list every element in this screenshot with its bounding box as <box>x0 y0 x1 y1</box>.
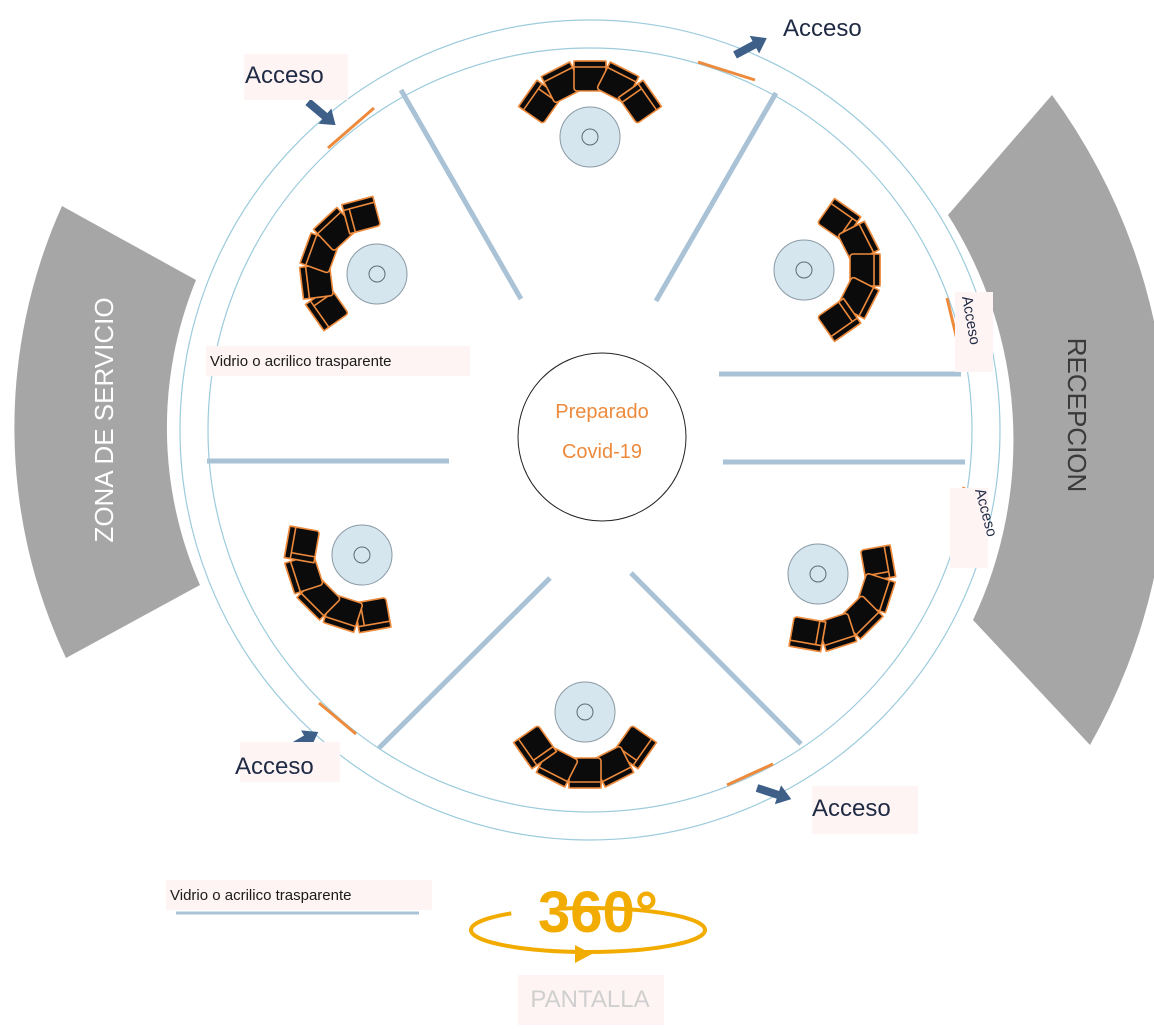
glass-label: Vidrio o acrilico trasparente <box>210 353 391 370</box>
center-label-line2: Covid-19 <box>562 441 642 463</box>
label-bg <box>950 488 988 568</box>
caption-bg <box>518 975 664 1025</box>
label-bg <box>240 742 340 782</box>
label-bg <box>955 292 993 372</box>
glass-partition <box>629 571 803 746</box>
glass-partition <box>653 91 779 303</box>
service-zone-label: ZONA DE SERVICIO <box>89 297 119 542</box>
access-label-top-right: Acceso <box>783 15 862 42</box>
table-icon <box>331 524 393 586</box>
access-label-top-left: Acceso <box>245 62 324 89</box>
glass-partition <box>377 576 552 750</box>
door <box>726 762 774 787</box>
door <box>697 60 756 82</box>
door <box>318 701 357 736</box>
reception-zone <box>948 95 1154 745</box>
center-circle <box>517 352 687 522</box>
center-label-line1: Preparado <box>555 401 648 423</box>
table-icon <box>554 681 616 743</box>
badge-value: 360° <box>538 880 658 945</box>
label-bg <box>244 54 348 100</box>
table-icon <box>346 243 408 305</box>
legend-label: Vidrio o acrilico trasparente <box>170 887 351 904</box>
label-bg <box>812 786 918 834</box>
legend-bg <box>166 880 432 910</box>
access-label-bottom-left: Acceso <box>235 753 314 780</box>
table-icon <box>559 106 621 168</box>
label-bg <box>206 346 470 376</box>
orbit-arrowhead-icon <box>575 945 592 963</box>
badge-caption: PANTALLA <box>530 986 649 1013</box>
door <box>327 106 375 150</box>
access-label-bottom-right: Acceso <box>812 795 891 822</box>
reception-zone-label: RECEPCION <box>1062 338 1092 493</box>
service-zone <box>14 206 200 658</box>
rotation-badge: 360° <box>469 880 707 963</box>
table-icon <box>787 543 849 605</box>
glass-partition <box>398 88 524 301</box>
table-icon <box>773 239 835 301</box>
glass-partitions <box>207 88 965 750</box>
